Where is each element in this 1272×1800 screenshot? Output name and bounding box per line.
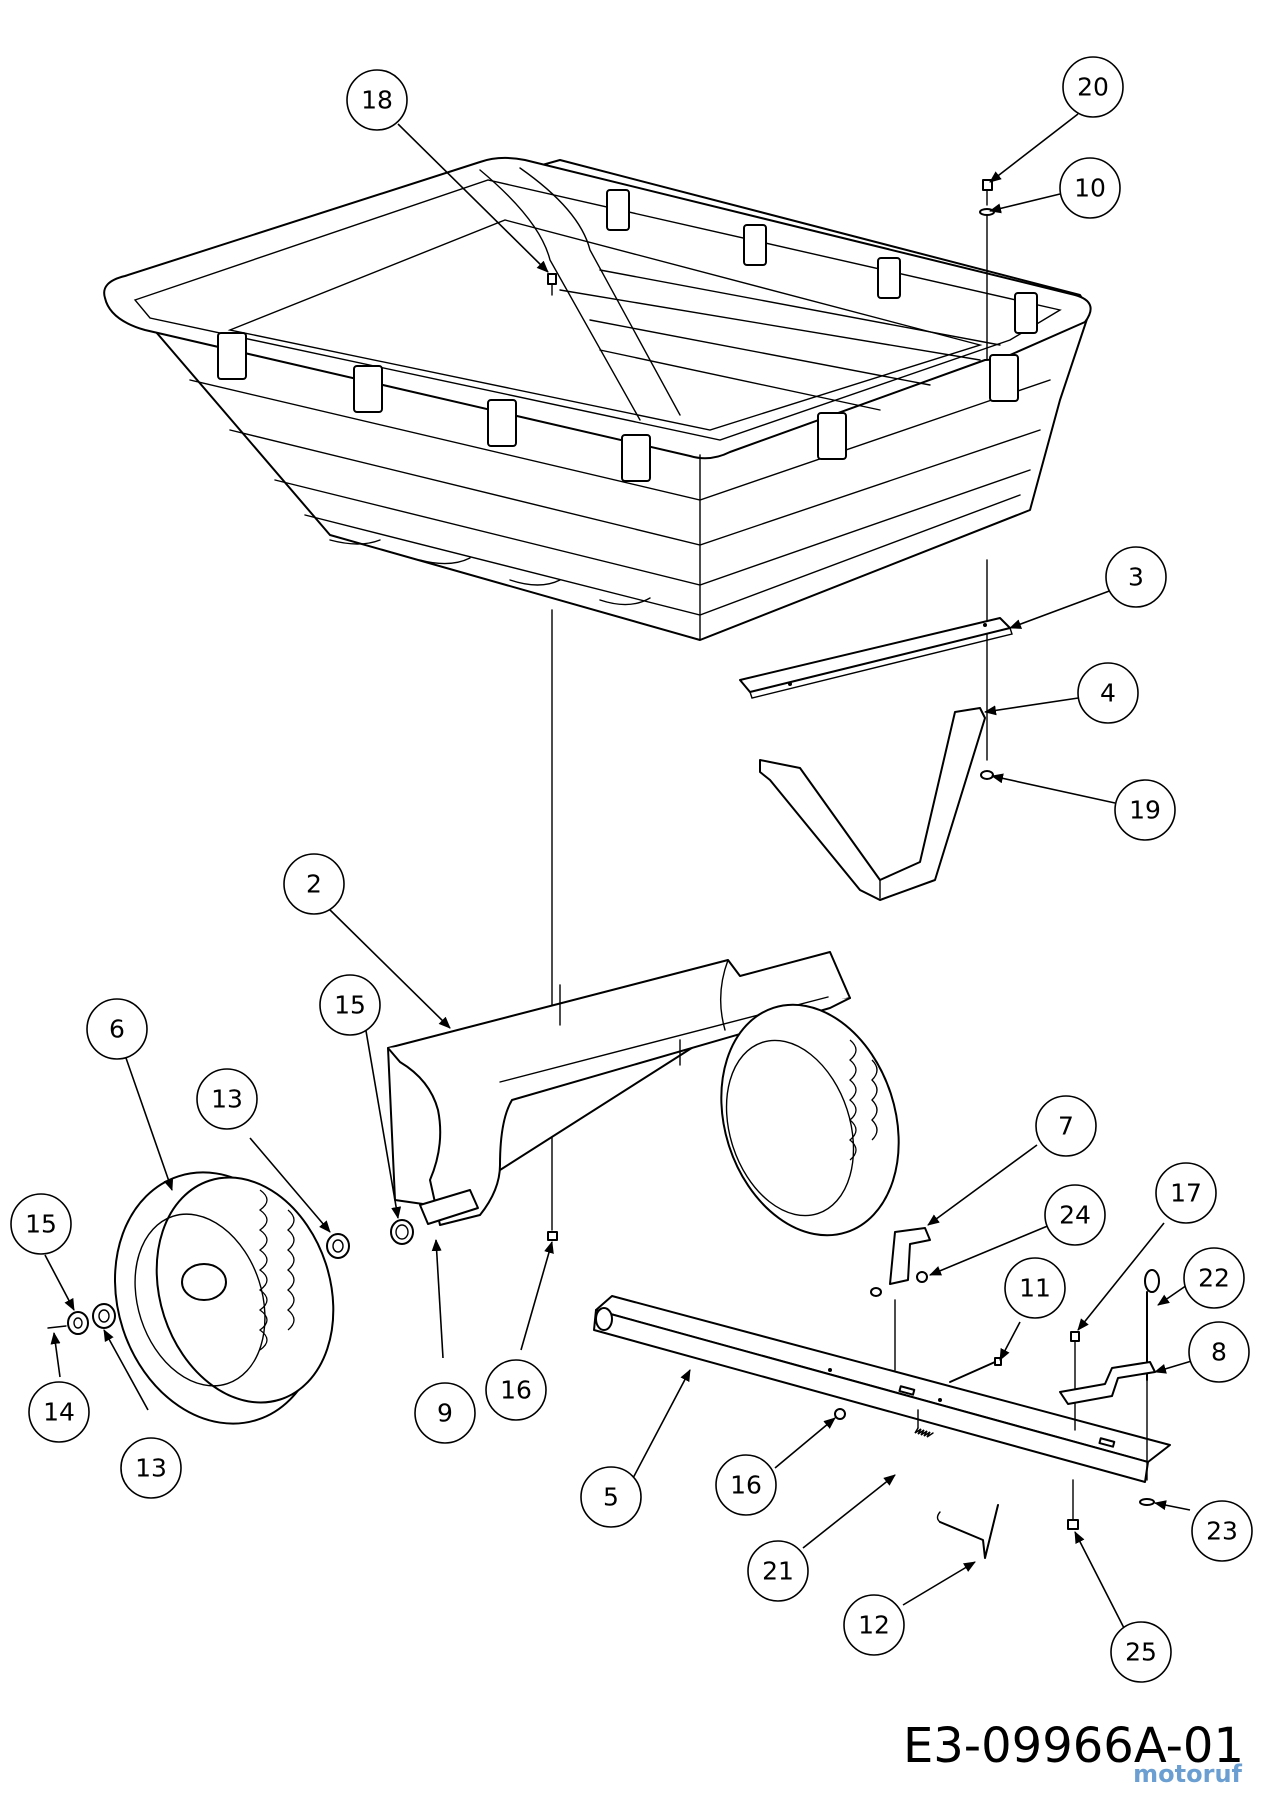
callout-22: 22 bbox=[1183, 1247, 1245, 1309]
callout-5: 5 bbox=[580, 1466, 642, 1528]
svg-text:17: 17 bbox=[1170, 1179, 1202, 1208]
bushing-13a bbox=[326, 1233, 350, 1259]
svg-text:16: 16 bbox=[500, 1376, 532, 1405]
callout-25: 25 bbox=[1110, 1621, 1172, 1683]
callout-3: 3 bbox=[1105, 546, 1167, 608]
svg-text:14: 14 bbox=[43, 1398, 75, 1427]
svg-text:22: 22 bbox=[1198, 1264, 1230, 1293]
wheel-6 bbox=[113, 1171, 335, 1425]
bolt-17 bbox=[1070, 1331, 1080, 1431]
svg-text:10: 10 bbox=[1074, 174, 1106, 203]
svg-text:13: 13 bbox=[211, 1085, 243, 1114]
clip-23 bbox=[1139, 1498, 1155, 1506]
callout-15a: 15 bbox=[319, 974, 381, 1036]
svg-text:3: 3 bbox=[1128, 563, 1144, 592]
handle-rod-12 bbox=[936, 1504, 999, 1559]
dump-bed bbox=[103, 156, 1092, 641]
callout-21: 21 bbox=[747, 1540, 809, 1602]
callout-14: 14 bbox=[28, 1381, 90, 1443]
hitch-bracket-7 bbox=[870, 1227, 931, 1371]
svg-text:11: 11 bbox=[1019, 1274, 1051, 1303]
svg-text:20: 20 bbox=[1077, 73, 1109, 102]
bushing-13b bbox=[92, 1303, 116, 1329]
svg-text:23: 23 bbox=[1206, 1517, 1238, 1546]
callout-11: 11 bbox=[1004, 1257, 1066, 1319]
svg-text:24: 24 bbox=[1059, 1201, 1091, 1230]
callout-19: 19 bbox=[1114, 779, 1176, 841]
nut-24 bbox=[916, 1271, 928, 1283]
leader-lines bbox=[44, 113, 1196, 1631]
callout-12: 12 bbox=[843, 1594, 905, 1656]
document-code: E3-09966A-01 bbox=[902, 1718, 1244, 1774]
callout-4: 4 bbox=[1077, 662, 1139, 724]
hitch-plate-8 bbox=[1059, 1361, 1156, 1405]
cotter-pin-14 bbox=[47, 1325, 67, 1329]
washer-15b bbox=[67, 1311, 89, 1335]
nut-16a bbox=[547, 1231, 558, 1241]
svg-text:9: 9 bbox=[437, 1399, 453, 1428]
svg-text:25: 25 bbox=[1125, 1638, 1157, 1667]
callout-15b: 15 bbox=[10, 1193, 72, 1255]
wheel-rear bbox=[720, 1003, 900, 1237]
callout-8: 8 bbox=[1188, 1321, 1250, 1383]
svg-text:16: 16 bbox=[730, 1471, 762, 1500]
callout-18: 18 bbox=[346, 69, 408, 131]
nut-25 bbox=[1067, 1479, 1079, 1530]
svg-text:2: 2 bbox=[306, 870, 322, 899]
dump-bracket-4 bbox=[759, 707, 994, 901]
callout-16a: 16 bbox=[485, 1359, 547, 1421]
spring-21 bbox=[914, 1409, 934, 1438]
callout-2: 2 bbox=[283, 853, 345, 915]
callout-20: 20 bbox=[1062, 56, 1124, 118]
callout-17: 17 bbox=[1155, 1162, 1217, 1224]
svg-text:6: 6 bbox=[109, 1015, 125, 1044]
svg-text:18: 18 bbox=[361, 86, 393, 115]
nut-16b bbox=[834, 1408, 846, 1420]
callout-10: 10 bbox=[1059, 157, 1121, 219]
watermark-logo: motoruf bbox=[1133, 1760, 1242, 1788]
bolt-11 bbox=[949, 1357, 1002, 1383]
svg-text:12: 12 bbox=[858, 1611, 890, 1640]
washer-15a bbox=[390, 1219, 414, 1245]
svg-text:8: 8 bbox=[1211, 1338, 1227, 1367]
callout-7: 7 bbox=[1035, 1095, 1097, 1157]
callout-6: 6 bbox=[86, 998, 148, 1060]
callout-23: 23 bbox=[1191, 1500, 1253, 1562]
tongue-5 bbox=[593, 1295, 1171, 1483]
mounting-plate-3 bbox=[739, 617, 1013, 699]
svg-text:7: 7 bbox=[1058, 1112, 1074, 1141]
callout-13a: 13 bbox=[196, 1068, 258, 1130]
svg-text:21: 21 bbox=[762, 1557, 794, 1586]
callout-9: 9 bbox=[414, 1382, 476, 1444]
svg-text:19: 19 bbox=[1129, 796, 1161, 825]
callout-16b: 16 bbox=[715, 1454, 777, 1516]
svg-text:5: 5 bbox=[603, 1483, 619, 1512]
svg-text:15: 15 bbox=[25, 1210, 57, 1239]
svg-text:4: 4 bbox=[1100, 679, 1116, 708]
svg-text:15: 15 bbox=[334, 991, 366, 1020]
callout-24: 24 bbox=[1044, 1184, 1106, 1246]
callout-13b: 13 bbox=[120, 1437, 182, 1499]
hitch-pin-22 bbox=[1144, 1269, 1160, 1481]
svg-text:13: 13 bbox=[135, 1454, 167, 1483]
bed-bolt-18 bbox=[547, 273, 557, 296]
